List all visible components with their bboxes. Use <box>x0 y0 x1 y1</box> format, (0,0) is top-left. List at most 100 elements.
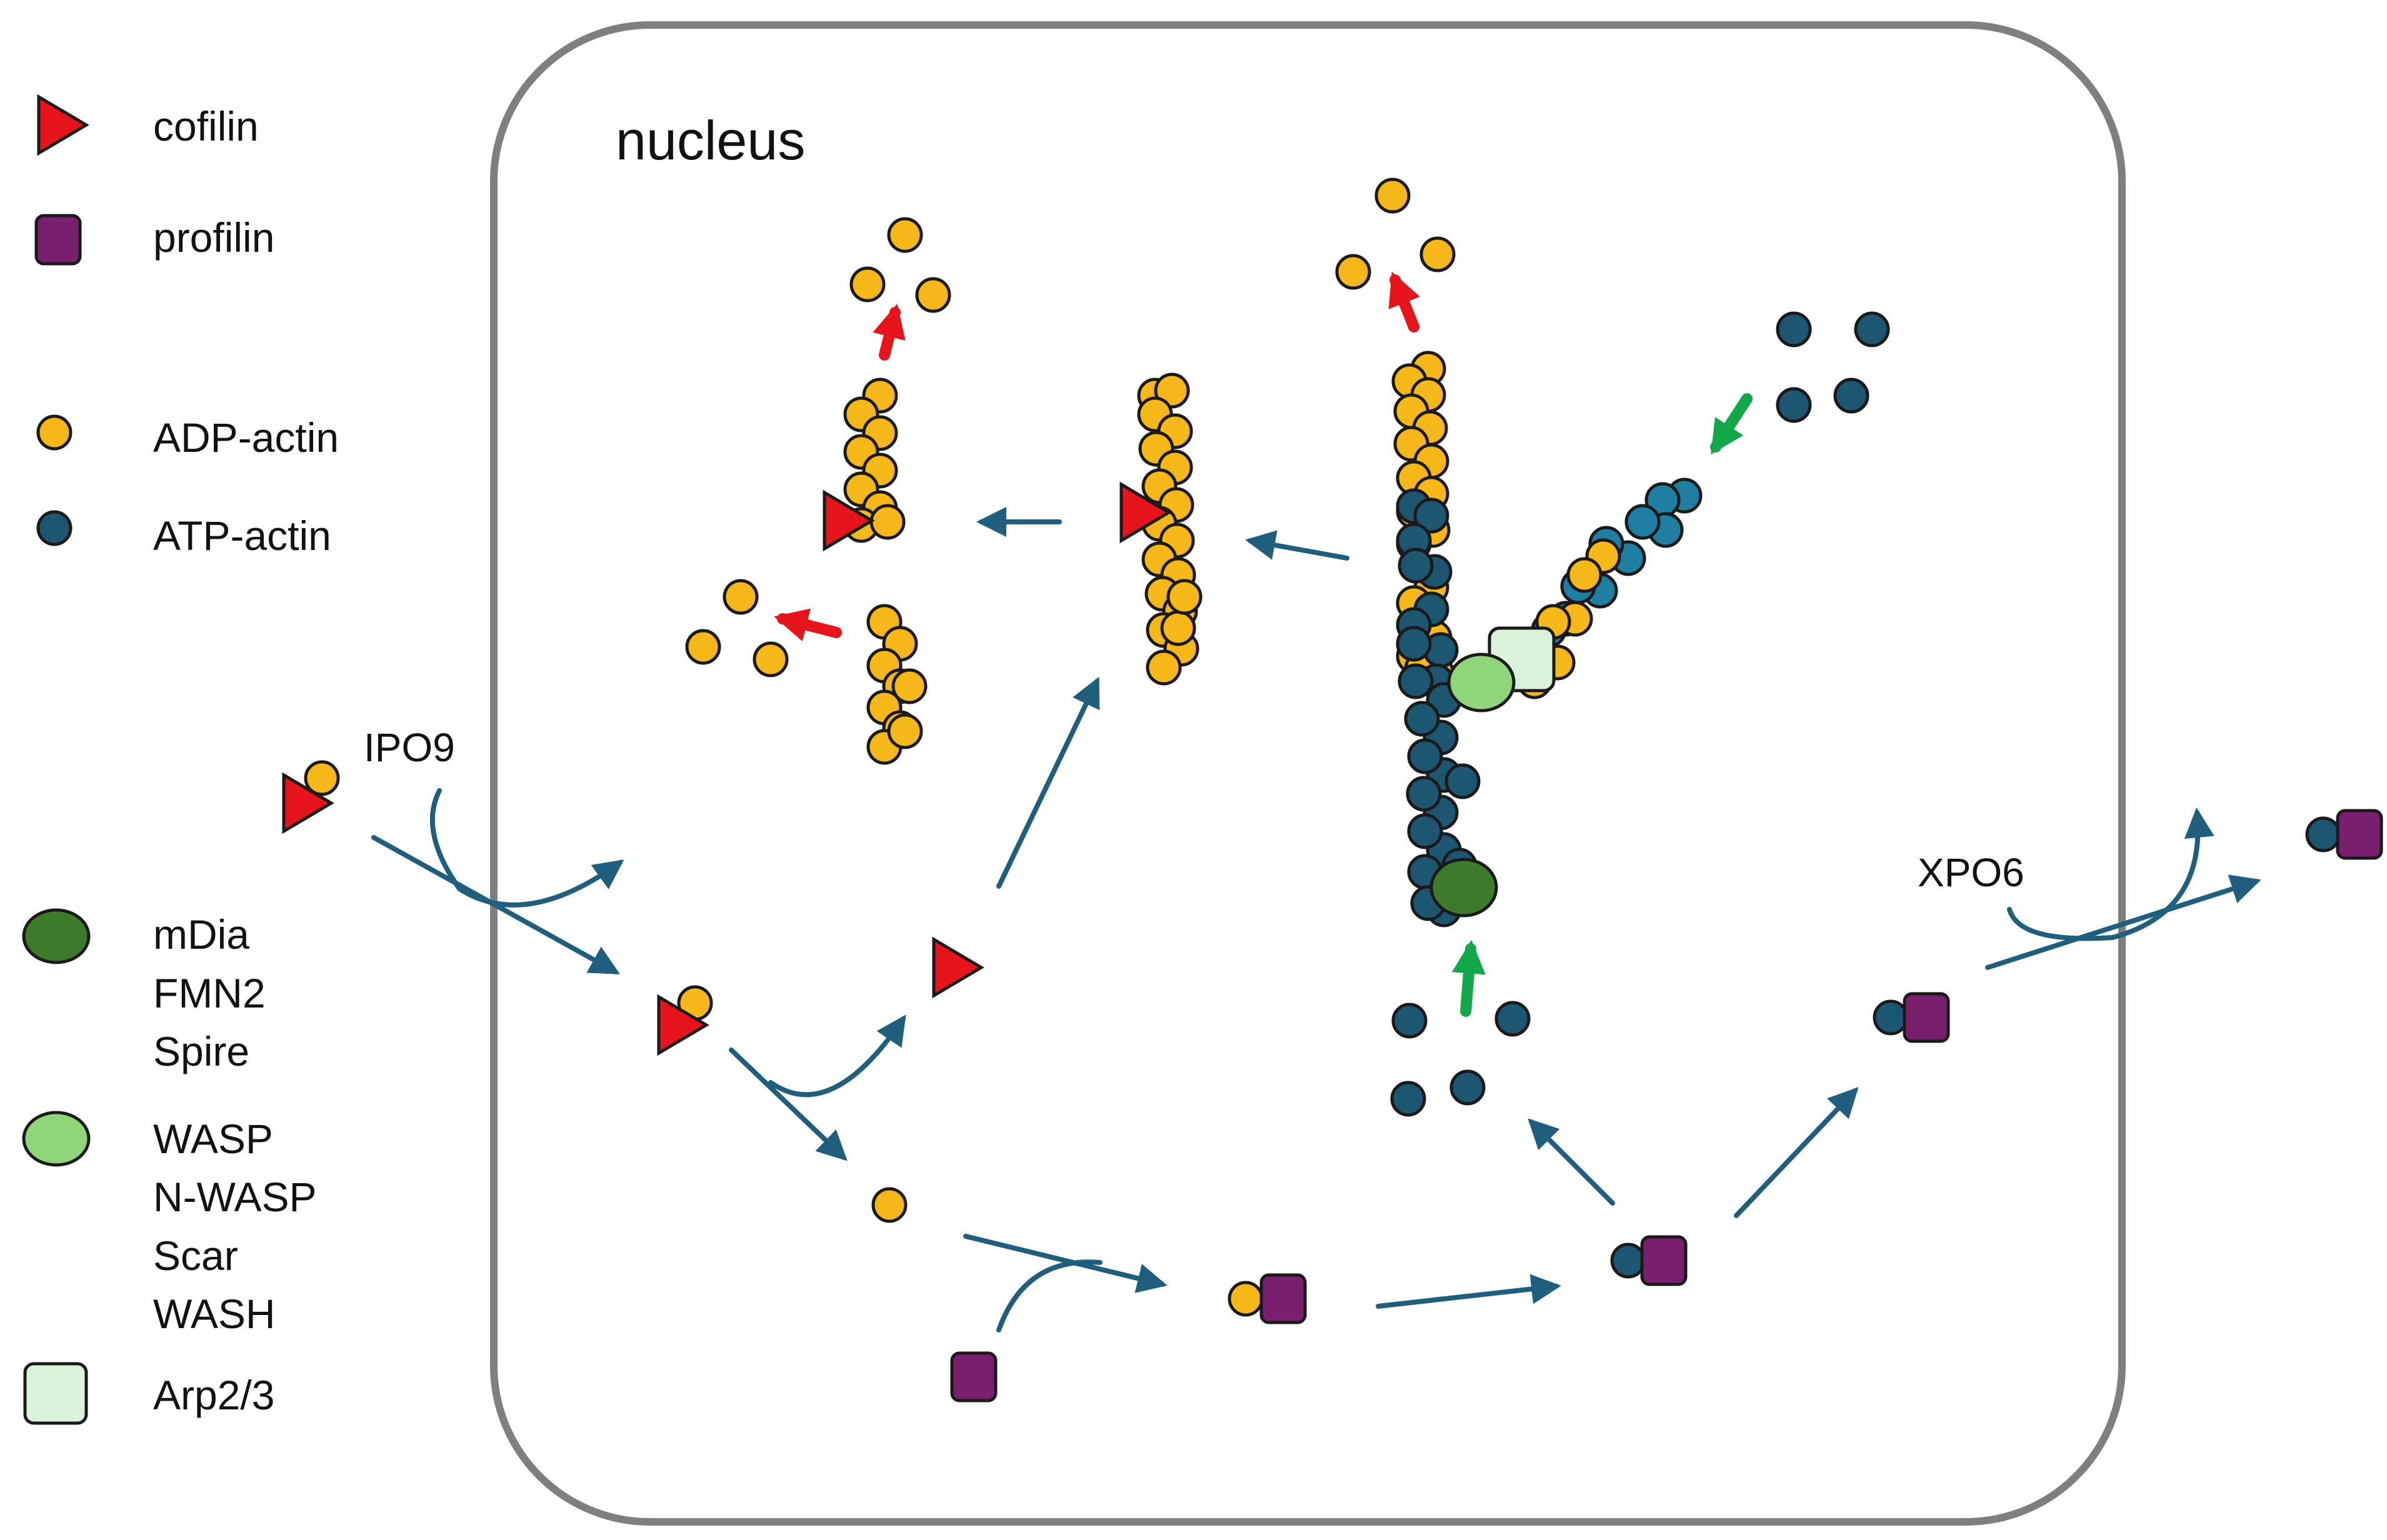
adp-actin-monomer <box>915 277 951 313</box>
legend-profilin-label: profilin <box>153 214 274 261</box>
legend-cofilin-icon <box>37 94 89 156</box>
filament-adp-subunit <box>887 713 923 749</box>
adp-actin-monomer <box>1374 178 1411 214</box>
legend-item-adp-actin: ADP-actin <box>36 414 339 461</box>
legend-item-profilin: profilin <box>34 214 274 266</box>
profilin-atp-actin <box>1640 1235 1688 1286</box>
depolymerization-arrows <box>774 271 1420 641</box>
profilin-binding-arrow <box>963 1234 1168 1293</box>
profilin-entry-arrow <box>996 1259 1103 1332</box>
filament-adp-subunit <box>1166 579 1203 615</box>
cofilin-on-filament <box>1119 481 1172 544</box>
profilin-atp-actin-export-arrow <box>1734 1087 1859 1218</box>
formin-mdia <box>1429 858 1498 918</box>
atp-actin-monomer <box>1776 311 1812 348</box>
legend-atp-actin-icon <box>36 510 73 546</box>
filament-adp-subunit <box>869 504 906 540</box>
red-arrow-top-left <box>873 304 906 361</box>
legend-cofilin-label: cofilin <box>153 103 259 149</box>
cofilin-imported <box>657 994 709 1056</box>
red-arrow-left <box>774 608 842 641</box>
nucleotide-exchange-arrow <box>1376 1274 1561 1309</box>
cofilin-release-arrow <box>768 1014 906 1098</box>
green-arrow-branch <box>1710 393 1753 455</box>
npf-wasp <box>1447 652 1516 712</box>
profilin-exported <box>2336 809 2383 860</box>
xpo6-label: XPO6 <box>1918 850 2024 895</box>
legend-adp-actin-icon <box>36 414 73 451</box>
legend-item-cofilin: cofilin <box>37 94 259 156</box>
mother-filament-atp-subunit <box>1407 738 1443 774</box>
atp-actin-monomer <box>1494 1001 1531 1037</box>
adp-actin-bound-to-cofilin <box>304 760 340 796</box>
legend: cofilin profilin ADP-actin ATP-actin mDi… <box>22 94 339 1425</box>
atp-actin-monomer <box>1390 1081 1426 1117</box>
polymerization-arrows <box>1451 393 1753 1017</box>
adp-actin-monomer <box>887 217 923 253</box>
adp-actin-monomer <box>1335 254 1371 290</box>
atp-actin-exported <box>2305 816 2341 852</box>
legend-npf-icon <box>22 1111 91 1167</box>
legend-arp23-icon <box>23 1362 88 1425</box>
legend-item-atp-actin: ATP-actin <box>36 510 331 559</box>
legend-npf-label-1: WASP <box>153 1116 273 1162</box>
adp-actin-monomer <box>753 641 789 678</box>
mother-filament-atp-subunit <box>1413 498 1449 534</box>
mother-filament-atp-subunit <box>1398 548 1434 584</box>
adp-actin-bound-to-profilin <box>1228 1281 1264 1317</box>
nucleus-label: nucleus <box>616 109 805 171</box>
mother-filament-atp-subunit <box>1398 663 1434 699</box>
atp-actin-monomer <box>1833 378 1869 414</box>
legend-atp-actin-label: ATP-actin <box>153 512 331 559</box>
mother-filament-atp-subunit <box>1406 776 1442 812</box>
cofilin-actin-dissociation-arrow <box>729 1048 848 1161</box>
legend-formin-label-3: Spire <box>153 1028 249 1074</box>
legend-item-formins: mDia FMN2 Spire <box>22 908 266 1074</box>
nucleus-boundary <box>490 21 2126 1526</box>
xpo6-binding-arrow <box>2007 808 2214 941</box>
legend-npf-label-4: WASH <box>153 1291 276 1337</box>
filament-adp-subunit <box>891 668 928 704</box>
filament-adp-subunit <box>1160 610 1196 646</box>
mother-filament-atp-subunit <box>1407 813 1443 849</box>
mother-filament-atp-subunit <box>1396 626 1432 662</box>
pathway-arrows <box>371 507 2261 1332</box>
cofilin-to-filament-arrow <box>996 676 1100 889</box>
ipo9-release-arrow <box>429 788 624 908</box>
green-arrow-formin <box>1451 939 1486 1017</box>
export-arrow <box>1985 874 2261 970</box>
profilin-adp-actin <box>1259 1273 1307 1324</box>
legend-profilin-icon <box>34 214 82 266</box>
atp-actin-bound-to-profilin <box>1873 999 1909 1036</box>
legend-formin-label-1: mDia <box>153 911 249 958</box>
mother-filament-atp-subunit <box>1444 763 1481 799</box>
legend-formin-label-2: FMN2 <box>153 970 266 1016</box>
mother-filament-atp-subunit <box>1404 701 1440 737</box>
legend-formin-icon <box>22 908 91 964</box>
atp-actin-monomer <box>1854 311 1890 348</box>
severing-arrow-2 <box>1245 530 1349 561</box>
atp-actin-monomer <box>1449 1069 1486 1106</box>
cofilin-cytoplasm <box>282 772 334 834</box>
cofilin-on-fragment <box>823 489 875 552</box>
atp-actin-release-arrow <box>1528 1118 1615 1206</box>
legend-item-arp23: Arp2/3 <box>23 1362 274 1425</box>
filament-adp-subunit <box>1146 649 1182 686</box>
adp-actin-monomer <box>685 629 721 665</box>
legend-adp-actin-label: ADP-actin <box>153 414 339 461</box>
adp-actin-free <box>871 1187 908 1223</box>
legend-npf-label-3: Scar <box>153 1232 238 1279</box>
ipo9-label: IPO9 <box>364 725 455 770</box>
legend-item-npfs: WASP N-WASP Scar WASH <box>22 1111 317 1337</box>
legend-arp23-label: Arp2/3 <box>153 1372 274 1418</box>
branch-atp-subunit <box>1624 504 1661 540</box>
molecules <box>282 178 2383 1402</box>
adp-actin-monomer <box>723 579 759 615</box>
legend-npf-label-2: N-WASP <box>153 1174 317 1220</box>
branch-adp-subunit <box>1566 557 1603 593</box>
atp-actin-monomer <box>1391 1002 1428 1039</box>
atp-actin-monomer <box>1776 387 1812 423</box>
adp-actin-monomer <box>849 266 886 302</box>
profilin-free <box>950 1351 998 1402</box>
